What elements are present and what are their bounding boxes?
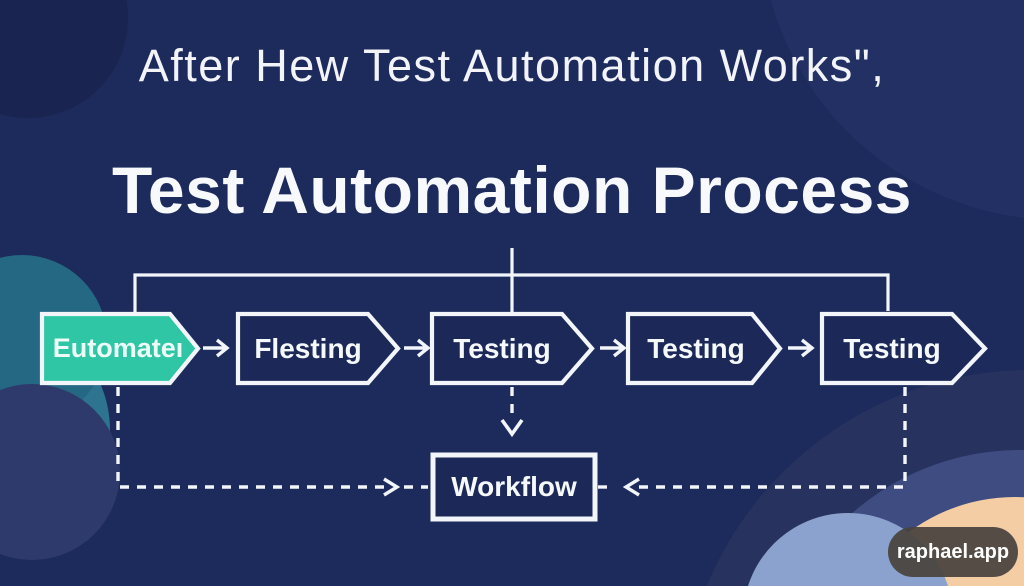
page-title: Test Automation Process	[112, 153, 912, 227]
watermark-badge: raphael.app	[888, 527, 1018, 577]
flow-step-4-shape	[625, 311, 783, 386]
flow-step-5-label: Testing	[843, 333, 941, 364]
bg-circle-top-left	[0, 0, 128, 118]
flow-step-2-shape	[235, 311, 401, 386]
flow-step-3-label: Testing	[453, 333, 551, 364]
arrow-right-icon	[383, 477, 401, 497]
flow-step-5-shape	[819, 311, 988, 386]
connector-top-rail	[133, 273, 890, 314]
arrow-left-icon	[622, 477, 640, 497]
workflow-box-label: Workflow	[451, 471, 577, 502]
arrow-down-icon	[500, 418, 524, 438]
arrow-right-icon	[203, 338, 230, 358]
flow-step-4-label: Testing	[647, 333, 745, 364]
arrow-right-icon	[788, 338, 815, 358]
dashed-line-left	[116, 387, 392, 489]
subtitle-text: After Hew Test Automation Works",	[138, 40, 886, 91]
flow-step-2-label: Flesting	[254, 333, 362, 364]
arrow-right-icon	[600, 338, 627, 358]
flow-step-1-label: Eutomateı	[52, 333, 184, 363]
workflow-box-shape	[430, 452, 598, 522]
bg-circle-top-right	[770, 0, 1024, 218]
arrow-right-icon	[404, 338, 431, 358]
flow-step-3-shape	[429, 311, 595, 386]
bg-circle-left-purple	[0, 384, 120, 560]
flow-step-1-shape	[39, 311, 201, 386]
